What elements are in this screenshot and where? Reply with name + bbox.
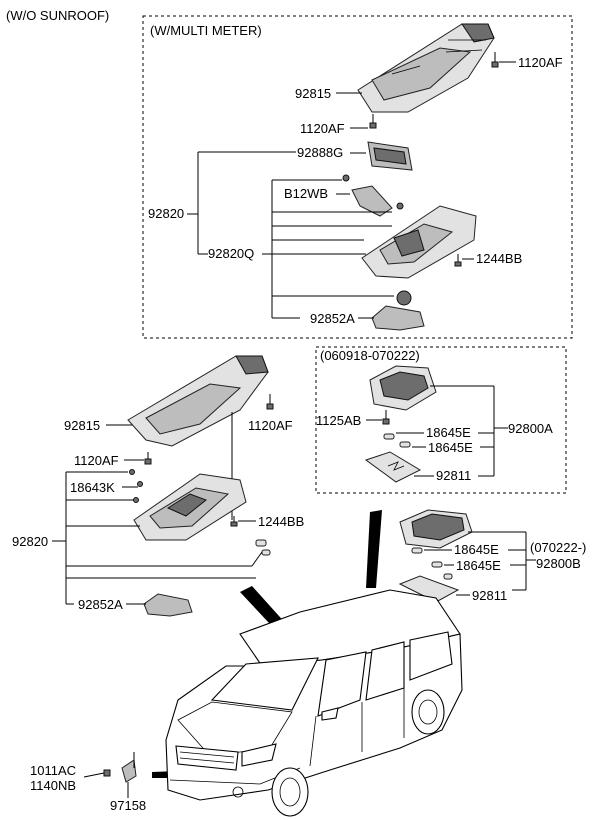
cover-92852a-part-mid <box>143 593 193 617</box>
label-1125ab: 1125AB <box>316 413 361 428</box>
screw-icon-1244bb-mid <box>230 516 238 527</box>
date-range-label-top: (060918-070222) <box>320 348 420 363</box>
headliner-trim-part-mid <box>127 355 269 447</box>
label-1120af-left: 1120AF <box>74 453 119 468</box>
label-1120af-right: 1120AF <box>248 418 293 433</box>
bulb-icon-mid <box>255 539 271 556</box>
label-92820q: 92820Q <box>208 246 254 261</box>
label-18645e-d2: 18645E <box>456 558 501 573</box>
label-18645e-b1: 18645E <box>426 425 471 440</box>
screw-icon-1125ab <box>382 410 390 425</box>
screw-icon-1120af-right <box>266 394 274 410</box>
sensor-97158-part <box>103 752 137 783</box>
vehicle-outline <box>165 589 463 817</box>
headliner-trim-part-top <box>357 23 495 113</box>
label-92811-d: 92811 <box>472 588 507 603</box>
lamp-assembly-92820-part <box>129 469 247 541</box>
label-92888g: 92888G <box>297 145 343 160</box>
screw-icon-1120af-top <box>491 52 499 68</box>
label-18643k: 18643K <box>70 480 115 495</box>
label-1011ac: 1011AC <box>30 763 76 778</box>
bulb-icon-18645e-b <box>411 547 453 580</box>
label-92800b: 92800B <box>536 556 581 571</box>
label-1244bb-top: 1244BB <box>476 251 522 266</box>
screw-icon-1120af-left <box>144 452 152 465</box>
w-multi-meter-label: (W/MULTI METER) <box>150 23 262 38</box>
label-b12wb: B12WB <box>284 186 328 201</box>
bulb-icon-18645e-a <box>383 433 411 448</box>
wo-sunroof-label: (W/O SUNROOF) <box>6 8 109 23</box>
lens-92811-part-a <box>364 451 422 483</box>
label-18645e-d1: 18645E <box>454 542 499 557</box>
pointer-arrow-right <box>366 510 382 588</box>
date-range-label-right: (070222-) <box>530 540 586 555</box>
label-1120af-top: 1120AF <box>518 55 563 70</box>
bulb-b12wb-part <box>342 174 404 217</box>
map-lamp-92800a-part <box>369 365 437 411</box>
cover-92852a-part-top <box>371 290 425 331</box>
map-lamp-92800b-part <box>399 509 473 549</box>
multi-meter-group-box <box>142 15 573 339</box>
label-92800a: 92800A <box>508 421 553 436</box>
label-97158: 97158 <box>110 798 146 813</box>
label-92811-b: 92811 <box>436 468 471 483</box>
label-92815-top: 92815 <box>295 86 331 101</box>
lamp-assembly-92820q-part <box>361 205 477 279</box>
label-1244bb-mid: 1244BB <box>258 514 304 529</box>
label-92820-top: 92820 <box>148 206 184 221</box>
screw-icon-1120af-mid <box>369 114 377 129</box>
label-92852a-mid: 92852A <box>78 597 123 612</box>
label-18645e-b2: 18645E <box>428 440 473 455</box>
label-92852a-top: 92852A <box>310 311 355 326</box>
label-1120af-mid: 1120AF <box>300 121 345 136</box>
screw-icon-1244bb-top <box>454 254 462 267</box>
label-92820-mid: 92820 <box>12 534 48 549</box>
label-1140nb: 1140NB <box>30 778 76 793</box>
label-92815-mid: 92815 <box>64 418 100 433</box>
multi-meter-module-part <box>367 141 413 171</box>
